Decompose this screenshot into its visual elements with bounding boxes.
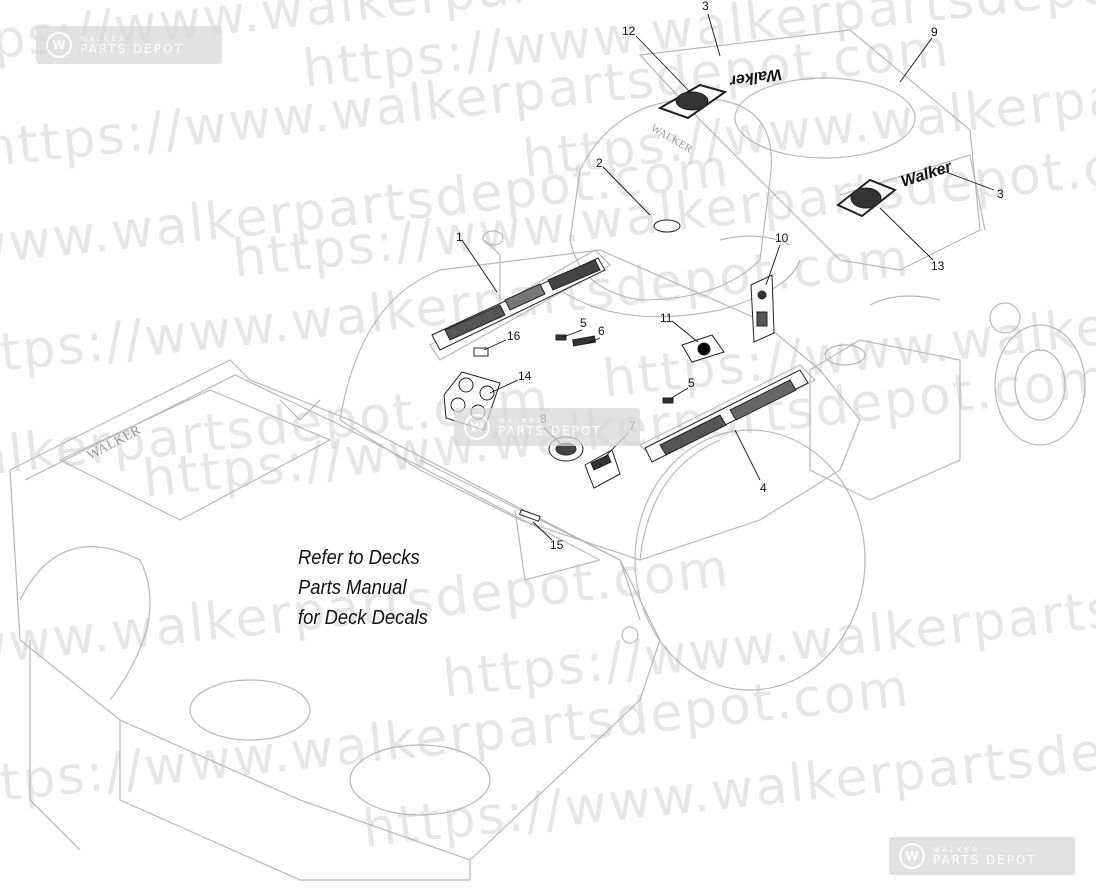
logo-mark-icon: W (464, 414, 490, 440)
logo-line-1: WALKER (498, 417, 546, 425)
leader-3a (707, 13, 721, 57)
decal-13-logo (836, 178, 897, 218)
leader-12 (635, 35, 691, 93)
logo-line-1: WALKER (933, 846, 981, 854)
logo-line-2: PARTS DEPOT (933, 852, 1037, 867)
leader-2 (602, 166, 651, 216)
leader-5b (669, 387, 689, 400)
callout-5-right: 5 (688, 376, 695, 390)
engine-block (809, 339, 961, 501)
decal-12-logo (657, 83, 728, 120)
seat-back (569, 98, 772, 301)
callout-14: 14 (518, 369, 532, 383)
callout-16: 16 (507, 329, 521, 343)
watermark-logo-bottom-right: W WALKER PARTS DEPOT (889, 837, 1075, 875)
logo-text: WALKER PARTS DEPOT (80, 36, 184, 55)
linkage-pin (621, 626, 639, 644)
pivot (279, 399, 321, 421)
hose (869, 295, 941, 306)
deck-cover (58, 389, 332, 521)
decal-5a (555, 334, 567, 341)
callout-1: 1 (456, 230, 463, 244)
decal-1-panel (431, 257, 606, 351)
decal-5b (662, 397, 674, 404)
body-emboss-text: WALKER (649, 122, 695, 156)
logo-line-2: PARTS DEPOT (498, 423, 602, 438)
caster-hub (1014, 349, 1066, 421)
leader-4 (734, 429, 761, 481)
caster-wheel (994, 324, 1086, 446)
callout-10: 10 (775, 231, 789, 245)
note-line-2: Parts Manual (298, 577, 407, 599)
body-shell (339, 249, 861, 561)
linkage (419, 459, 641, 621)
deck-edge (24, 374, 601, 561)
logo-text: WALKER PARTS DEPOT (933, 847, 1037, 866)
leader-14 (489, 379, 519, 394)
watermark-logo-center: W WALKER PARTS DEPOT (454, 408, 640, 446)
drive-wheel-tread (639, 439, 721, 561)
deck-skirt-front (119, 720, 471, 881)
logo-line-1: WALKER (80, 35, 128, 43)
decal-11 (681, 334, 725, 363)
leader-6 (587, 337, 601, 344)
leader-5a (562, 329, 583, 338)
callout-9: 9 (931, 25, 938, 39)
leader-10 (765, 244, 781, 286)
callout-6: 6 (598, 324, 605, 338)
callout-15: 15 (550, 538, 564, 552)
lever-right (719, 235, 791, 246)
decal-6 (572, 335, 596, 347)
note-line-3: for Deck Decals (298, 607, 428, 629)
fuel-cap (824, 344, 866, 366)
leader-9 (899, 37, 933, 83)
caster-pivot (989, 302, 1021, 334)
decal-15 (518, 509, 541, 522)
deck-spindle (189, 679, 311, 741)
decal-2 (653, 219, 681, 233)
callout-13: 13 (931, 259, 945, 273)
hood-top (734, 77, 916, 159)
callout-11: 11 (660, 311, 673, 325)
callout-2: 2 (596, 156, 603, 170)
leader-13 (879, 207, 934, 261)
drive-wheel (634, 429, 866, 691)
logo-line-2: PARTS DEPOT (80, 41, 184, 56)
logo-text: WALKER PARTS DEPOT (498, 418, 602, 437)
hood-side (839, 154, 986, 231)
logo-mark-icon: W (46, 32, 72, 58)
deck-outline (9, 359, 661, 861)
seat-cushion (559, 259, 801, 318)
leader-16 (483, 339, 507, 351)
leader-11 (671, 320, 699, 343)
logo-mark-icon: W (899, 843, 925, 869)
decal-16 (473, 347, 489, 357)
hood-side-brand-text: Walker (899, 158, 955, 191)
lever-left (484, 239, 501, 300)
hood-brand-text: Walker (728, 65, 783, 89)
deck-wheel (19, 546, 151, 701)
decal-7 (584, 449, 621, 489)
decal-4-panel (644, 369, 809, 463)
callout-4: 4 (760, 481, 767, 495)
watermark-logo-top-left: W WALKER PARTS DEPOT (36, 26, 222, 64)
decal-10 (750, 274, 775, 343)
deck-decals-note: Refer to Decks Parts Manual for Deck Dec… (298, 543, 439, 633)
callout-12: 12 (622, 24, 636, 38)
callout-3-hood: 3 (702, 0, 709, 13)
linkage-bracket (514, 509, 601, 581)
hood-edge (639, 54, 761, 181)
console-left (429, 249, 611, 361)
leader-1 (461, 239, 498, 293)
lever-knob (482, 230, 504, 246)
leader-15 (532, 521, 553, 541)
deck-skirt (29, 640, 81, 851)
note-line-1: Refer to Decks (298, 547, 420, 569)
deck-spindle (349, 744, 491, 816)
callout-5-left: 5 (580, 316, 587, 330)
callout-3-side: 3 (997, 187, 1004, 201)
leader-3b (934, 167, 995, 191)
